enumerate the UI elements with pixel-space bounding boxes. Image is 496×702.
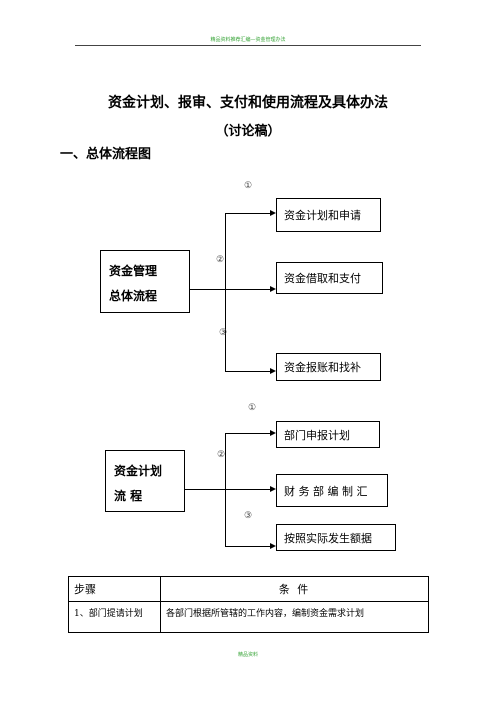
main-box-line: 资金管理 [109,264,158,278]
arrow-head [270,368,276,374]
document-subtitle: （讨论稿） [215,124,281,139]
branch-line [225,546,271,547]
step-marker: ① [244,181,253,191]
target-box-finance-compile: 财 务 部 编 制 汇 [276,474,388,507]
arrow-head [270,210,276,216]
arrow-head [270,486,276,492]
steps-table: 步骤 条 件 1、部门提请计划 各部门根据所管辖的工作内容，编制资金需求计划 [68,576,429,633]
table-row: 1、部门提请计划 各部门根据所管辖的工作内容，编制资金需求计划 [68,601,429,633]
step-marker: ② [216,255,225,265]
table-cell: 各部门根据所管辖的工作内容，编制资金需求计划 [160,601,429,633]
trunk-line [225,433,226,547]
table-header-row: 步骤 条 件 [68,576,429,602]
header-note: 精品资料推荐汇编—资金管理办法 [210,37,286,43]
arrow-head [270,430,276,436]
target-box-plan-apply: 资金计划和申请 [276,198,381,232]
header-rule [75,45,421,46]
branch-line [225,433,271,434]
main-box-line: 资金计划 [114,464,163,478]
arrow-head [270,286,276,292]
arrow-head [270,543,276,549]
target-box-dept-submit: 部门申报计划 [276,421,380,448]
step-marker: ③ [244,511,253,521]
table-header-cell: 步骤 [68,576,161,602]
connector-line [190,289,225,290]
section-heading: 一、总体流程图 [60,147,152,162]
document-title: 资金计划、报审、支付和使用流程及具体办法 [108,95,388,111]
branch-line [225,213,271,214]
table-header-cell: 条 件 [160,576,429,602]
main-box-fund-plan: 资金计划 流 程 [105,450,185,512]
step-marker: ① [248,403,257,413]
step-marker: ③ [219,328,228,338]
trunk-line [225,213,226,372]
branch-line [225,489,271,490]
main-box-fund-management: 资金管理 总体流程 [100,250,190,313]
target-box-actual-amount: 按照实际发生额据 [276,524,396,551]
step-marker: ② [217,450,226,460]
branch-line [225,289,271,290]
target-box-borrow-pay: 资金借取和支付 [276,262,383,294]
branch-line [225,371,271,372]
main-box-line: 总体流程 [109,289,158,303]
footer-note: 精品资料 [237,652,258,658]
table-cell: 1、部门提请计划 [68,601,161,633]
main-box-line: 流 程 [114,489,143,503]
connector-line [185,489,225,490]
target-box-reimburse: 资金报账和找补 [276,353,381,381]
